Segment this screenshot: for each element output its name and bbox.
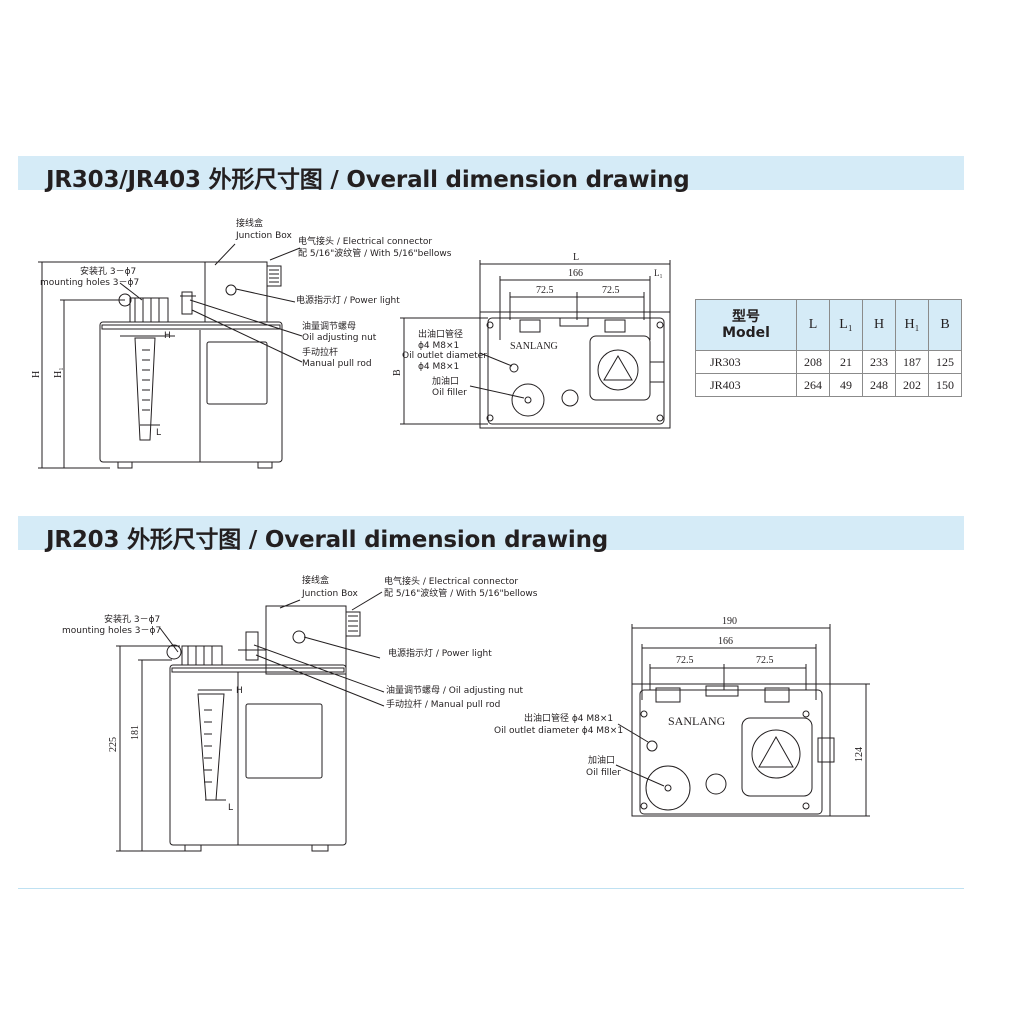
cell-l1: 21 (829, 350, 863, 374)
header-model: 型号 Model (695, 299, 797, 351)
section-banner-jr303: JR303/JR403 外形尺寸图 / Overall dimension dr… (18, 156, 964, 193)
label-pull-rod-cn: 手动拉杆 (302, 348, 339, 358)
label-outlet-en: Oil outlet diameter (402, 351, 487, 361)
dim-72-5-right: 72.5 (756, 655, 774, 666)
header-l: L (796, 299, 830, 351)
cell-h: 233 (862, 350, 896, 374)
jr303-top-view (400, 260, 671, 429)
level-mark-l: L (228, 803, 234, 813)
label-junction-box-cn: 接线盒 (302, 576, 330, 586)
dim-225: 225 (108, 737, 119, 752)
cell-h: 248 (862, 373, 896, 397)
level-mark-h: H (236, 686, 243, 696)
label-junction-box-en: Junction Box (236, 231, 292, 241)
cell-model: JR403 (695, 373, 797, 397)
header-model-en: Model (722, 325, 770, 341)
label-junction-box-en: Junction Box (302, 589, 358, 599)
label-outlet-line-en: Oil outlet diameter ϕ4 M8×1 (494, 726, 624, 736)
cell-h1: 187 (895, 350, 929, 374)
label-power-light: 电源指示灯 / Power light (388, 649, 492, 659)
cell-l: 264 (796, 373, 830, 397)
label-filler-cn: 加油口 (588, 756, 616, 766)
dim-72-5-left: 72.5 (676, 655, 694, 666)
dim-l: L (573, 252, 580, 263)
dim-72-5-right: 72.5 (602, 285, 620, 296)
cell-l: 208 (796, 350, 830, 374)
label-outlet-dim-2: ϕ4 M8×1 (418, 362, 460, 372)
header-h: H (862, 299, 896, 351)
label-adjust-nut-en: Oil adjusting nut (302, 333, 377, 343)
jr303-side-view (38, 243, 303, 469)
label-filler-cn: 加油口 (432, 377, 460, 387)
label-filler-en: Oil filler (586, 768, 621, 778)
cell-model: JR303 (695, 350, 797, 374)
spec-table-header: 型号 Model L L₁ H H₁ B (695, 299, 962, 351)
dim-l1: L₁ (654, 268, 663, 278)
header-l1: L₁ (829, 299, 863, 351)
section-title: JR203 外形尺寸图 / Overall dimension drawing (46, 527, 609, 553)
dim-190: 190 (722, 616, 737, 627)
label-electrical-connector: 电气接头 / Electrical connector (384, 577, 519, 587)
label-mounting-holes-en: mounting holes 3－ϕ7 (62, 626, 162, 636)
jr203-top-view (615, 624, 870, 817)
cell-h1: 202 (895, 373, 929, 397)
label-mounting-holes-en: mounting holes 3－ϕ7 (40, 278, 140, 288)
brand-logo-text: SANLANG (668, 714, 726, 728)
jr203-side-view (116, 591, 385, 852)
bottom-divider (18, 888, 964, 889)
header-h1: H₁ (895, 299, 929, 351)
header-b: B (928, 299, 962, 351)
label-pull-rod-en: Manual pull rod (302, 359, 372, 369)
dim-166: 166 (568, 268, 583, 279)
header-model-cn: 型号 (732, 309, 760, 325)
dim-b: B (392, 369, 403, 376)
level-mark-l: L (156, 428, 162, 438)
dim-124: 124 (854, 747, 865, 762)
dim-72-5-left: 72.5 (536, 285, 554, 296)
cell-l1: 49 (829, 373, 863, 397)
label-adjust-nut: 油量调节螺母 / Oil adjusting nut (386, 686, 524, 696)
dim-h: H (31, 370, 42, 378)
label-bellows: 配 5/16"波纹管 / With 5/16"bellows (298, 249, 452, 259)
label-electrical-connector: 电气接头 / Electrical connector (298, 237, 433, 247)
label-outlet-cn: 出油口管径 (418, 330, 464, 340)
cell-b: 150 (928, 373, 962, 397)
label-mounting-holes-cn: 安装孔 3－ϕ7 (80, 267, 137, 277)
label-power-light: 电源指示灯 / Power light (296, 296, 400, 306)
label-bellows: 配 5/16"波纹管 / With 5/16"bellows (384, 589, 538, 599)
label-pull-rod: 手动拉杆 / Manual pull rod (386, 700, 501, 710)
dim-h1: H₁ (53, 367, 64, 378)
label-outlet-dim: ϕ4 M8×1 (418, 341, 460, 351)
table-row: JR403 264 49 248 202 150 (695, 373, 962, 397)
section-title: JR303/JR403 外形尺寸图 / Overall dimension dr… (46, 167, 690, 193)
label-mounting-holes-cn: 安装孔 3－ϕ7 (104, 615, 161, 625)
label-filler-en: Oil filler (432, 388, 467, 398)
brand-logo-text: SANLANG (510, 341, 558, 352)
spec-table: 型号 Model L L₁ H H₁ B JR303 208 21 233 18… (695, 299, 962, 397)
label-adjust-nut-cn: 油量调节螺母 (302, 322, 357, 332)
cell-b: 125 (928, 350, 962, 374)
section-banner-jr203: JR203 外形尺寸图 / Overall dimension drawing (18, 516, 964, 553)
dim-181: 181 (130, 725, 141, 740)
label-outlet-line-cn: 出油口管径 ϕ4 M8×1 (524, 714, 614, 724)
dim-166: 166 (718, 636, 733, 647)
table-row: JR303 208 21 233 187 125 (695, 350, 962, 374)
label-junction-box-cn: 接线盒 (236, 219, 264, 229)
level-mark-h: H (164, 331, 171, 341)
